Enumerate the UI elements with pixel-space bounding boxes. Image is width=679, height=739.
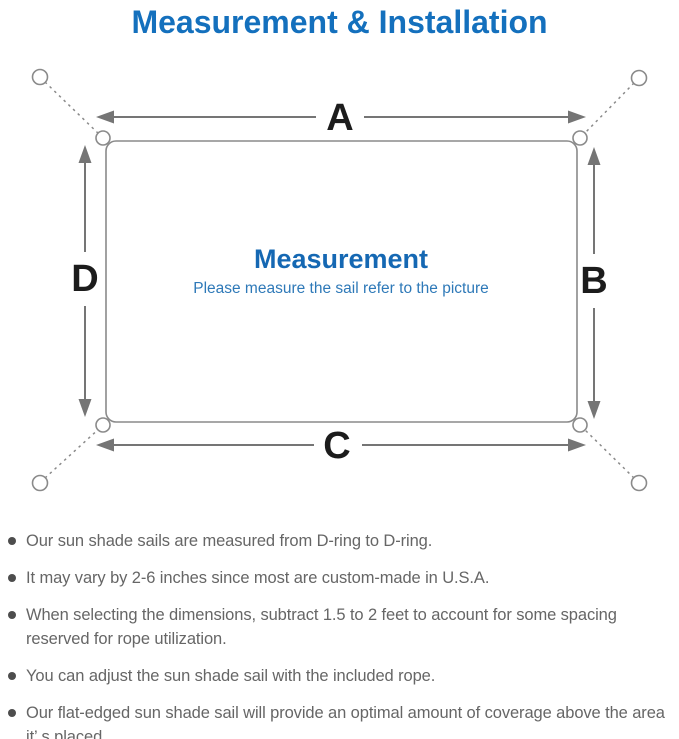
anchor-line-top-left xyxy=(44,81,102,137)
diagram-heading: Measurement xyxy=(254,244,428,274)
anchor-line-top-right xyxy=(581,82,635,137)
arrow-left-head-icon xyxy=(96,110,114,124)
anchor-ring-icon-top-left xyxy=(31,68,49,86)
bullet-icon xyxy=(8,611,16,619)
corner-d-ring-icons xyxy=(95,130,588,433)
measurement-diagram: A C D B Measurement Please measure the s… xyxy=(31,68,648,492)
note-text: Our flat-edged sun shade sail will provi… xyxy=(26,704,665,739)
sail-outline xyxy=(105,140,578,423)
note-text: When selecting the dimensions, subtract … xyxy=(26,606,617,648)
anchor-ring-icon-bottom-left xyxy=(31,474,49,492)
dimension-label-c: C xyxy=(323,425,350,467)
dimension-arrow-b xyxy=(587,147,601,419)
bullet-icon xyxy=(8,672,16,680)
anchor-line-bottom-right xyxy=(581,426,635,479)
arrow-left-head-icon xyxy=(96,438,114,452)
bullet-icon xyxy=(8,709,16,717)
anchor-ring-icons xyxy=(31,68,648,492)
anchor-ring-icon-bottom-right xyxy=(630,474,648,492)
dimension-label-a: A xyxy=(326,97,353,139)
anchor-line-icons xyxy=(44,81,635,479)
anchor-ring-icon-top-right xyxy=(630,69,648,87)
d-ring-icon-top-right xyxy=(572,130,588,146)
dimension-arrow-a xyxy=(96,110,586,124)
notes-list: Our sun shade sails are measured from D-… xyxy=(8,529,677,739)
bullet-icon xyxy=(8,574,16,582)
list-item: Our sun shade sails are measured from D-… xyxy=(8,529,677,553)
list-item: You can adjust the sun shade sail with t… xyxy=(8,664,677,688)
bullet-icon xyxy=(8,537,16,545)
list-item: Our flat-edged sun shade sail will provi… xyxy=(8,701,677,739)
page-title: Measurement & Installation xyxy=(131,4,548,40)
anchor-line-bottom-left xyxy=(44,426,102,479)
dimension-arrow-c xyxy=(96,438,586,452)
d-ring-icon-bottom-left xyxy=(95,417,111,433)
d-ring-icon-top-left xyxy=(95,130,111,146)
note-text: You can adjust the sun shade sail with t… xyxy=(26,667,436,685)
arrow-down-head-icon xyxy=(587,401,601,419)
dimension-label-b: B xyxy=(580,260,607,302)
list-item: When selecting the dimensions, subtract … xyxy=(8,603,677,651)
note-text: It may vary by 2-6 inches since most are… xyxy=(26,569,490,587)
list-item: It may vary by 2-6 inches since most are… xyxy=(8,566,677,590)
arrow-up-head-icon xyxy=(78,145,92,163)
d-ring-icon-bottom-right xyxy=(572,417,588,433)
arrow-right-head-icon xyxy=(568,110,586,124)
dimension-arrow-d xyxy=(78,145,92,417)
diagram-subheading: Please measure the sail refer to the pic… xyxy=(193,280,489,297)
dimension-label-d: D xyxy=(71,258,98,300)
arrow-down-head-icon xyxy=(78,399,92,417)
note-text: Our sun shade sails are measured from D-… xyxy=(26,532,433,550)
arrow-right-head-icon xyxy=(568,438,586,452)
arrow-up-head-icon xyxy=(587,147,601,165)
